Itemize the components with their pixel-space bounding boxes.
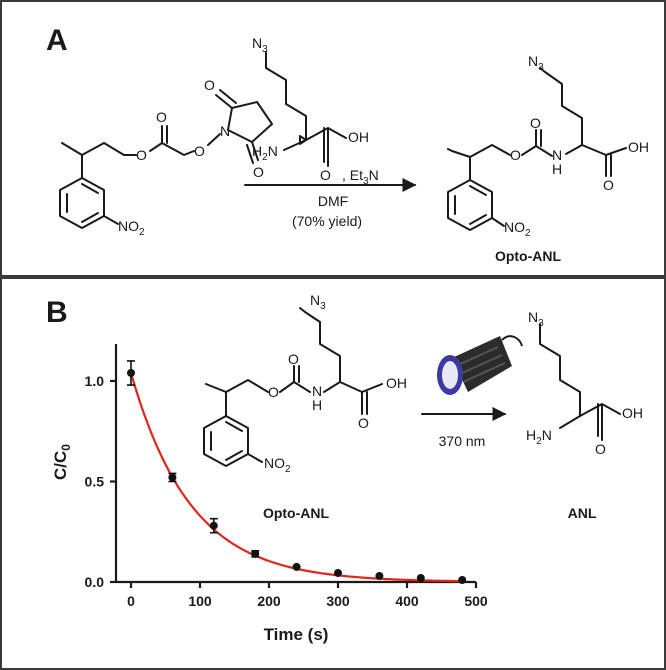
data-point — [209, 521, 218, 530]
product-carbonyl-oxygen: O — [530, 115, 541, 131]
sm-imide-nitrogen: N — [220, 123, 230, 139]
anl-azide-label: N3 — [528, 309, 544, 329]
y-tick-label: 0.0 — [85, 574, 105, 590]
x-tick-label: 0 — [127, 593, 135, 609]
starting-material-structure — [59, 89, 273, 229]
product-name-b: ANL — [568, 505, 597, 521]
product-n-label: N — [552, 147, 562, 163]
sm-imide-oxygen-1: O — [204, 77, 215, 93]
sm-ester-oxygen-1: O — [136, 147, 147, 163]
product-anl-structure — [539, 323, 621, 441]
sm-nitro-label: NO2 — [118, 218, 145, 238]
product-nitro-label: NO2 — [504, 219, 531, 239]
reactant-opto-anl-structure — [203, 307, 383, 467]
panel-b-frame — [0, 277, 666, 670]
anl-amine-label: H2N — [526, 427, 552, 447]
product-acid-oxygen: O — [603, 177, 614, 193]
base-label: , Et3N — [342, 167, 379, 187]
sm-imide-oxygen-2: O — [253, 164, 264, 180]
reactant-h-label: H — [312, 397, 322, 413]
x-axis-title: Time (s) — [264, 625, 329, 644]
reactant-nitro-label: NO2 — [264, 455, 291, 475]
reagent-azide-label: N3 — [252, 35, 268, 55]
reagent-azidonorleucine-structure — [265, 51, 347, 167]
reactant-n-label: N — [312, 383, 322, 399]
product-h-label: H — [552, 161, 562, 177]
decay-chart: 0 100 200 300 400 500 0.0 0.5 1.0 Time (s) C/C0 — [51, 344, 488, 644]
y-tick-label: 0.5 — [85, 474, 105, 490]
x-tick-label: 200 — [257, 593, 281, 609]
data-point — [168, 473, 177, 482]
solvent-label: DMF — [318, 193, 348, 209]
reactant-acid-label: OH — [386, 375, 407, 391]
data-point — [334, 568, 342, 577]
data-point — [375, 571, 384, 580]
panel-b-label: B — [46, 296, 68, 329]
sm-ester-oxygen-2: O — [194, 143, 205, 159]
reactant-name-b: Opto-ANL — [263, 505, 330, 521]
anl-acid-label: OH — [622, 405, 643, 421]
y-axis-title: C/C0 — [51, 444, 73, 480]
x-tick-label: 400 — [395, 593, 419, 609]
panel-a-label: A — [46, 24, 68, 57]
product-azide-label: N3 — [528, 53, 544, 73]
panel-a-frame — [0, 0, 666, 277]
data-point — [292, 562, 301, 571]
reactant-acid-oxygen: O — [358, 415, 369, 431]
data-point — [416, 573, 425, 582]
y-tick-label: 1.0 — [85, 373, 105, 389]
data-point — [127, 368, 135, 377]
reactant-azide-label: N3 — [310, 292, 326, 312]
product-name-a: Opto-ANL — [495, 248, 562, 264]
x-tick-label: 100 — [188, 593, 212, 609]
product-acid-label: OH — [628, 139, 649, 155]
reactant-carbonyl-oxygen: O — [288, 351, 299, 367]
x-tick-label: 300 — [326, 593, 350, 609]
product-ester-oxygen: O — [510, 147, 521, 163]
irradiation-label: 370 nm — [439, 433, 486, 449]
data-point — [458, 575, 467, 584]
reagent-amine-label: H2N — [252, 143, 278, 163]
sm-carbonyl-oxygen: O — [156, 109, 167, 125]
uv-lamp-icon — [437, 335, 523, 395]
anl-acid-oxygen: O — [595, 441, 606, 457]
data-point — [251, 549, 260, 558]
product-opto-anl-structure — [447, 67, 627, 231]
yield-label: (70% yield) — [292, 213, 362, 229]
x-tick-label: 500 — [464, 593, 488, 609]
reagent-acid-label: OH — [348, 129, 369, 145]
reagent-carbonyl-label: O — [320, 167, 331, 183]
reactant-ester-oxygen: O — [268, 384, 279, 400]
